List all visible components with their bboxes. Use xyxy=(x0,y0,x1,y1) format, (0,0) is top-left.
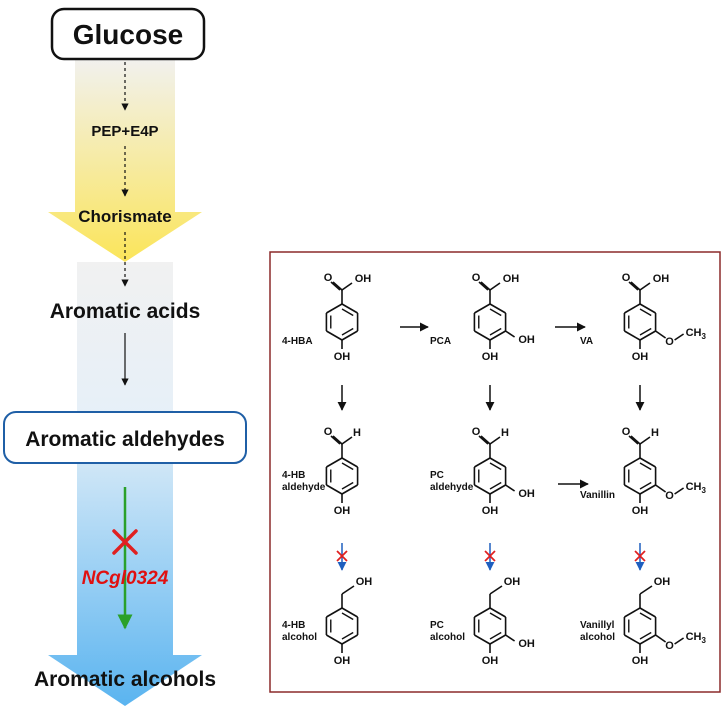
glucose-label: Glucose xyxy=(73,19,183,50)
aromatic-aldehydes-label: Aromatic aldehydes xyxy=(25,428,225,451)
pep-e4p-label: PEP+E4P xyxy=(91,123,158,140)
glucose-box xyxy=(50,7,206,61)
meta-oh-label: OH xyxy=(518,638,535,650)
compound-name: Vanillyl xyxy=(580,620,615,631)
compound-name: PC xyxy=(430,470,444,481)
aldehyde-h-label: H xyxy=(501,427,509,439)
knockout-x-icon xyxy=(484,550,496,562)
carbonyl-o-label: O xyxy=(622,426,631,438)
acid-oh-label: OH xyxy=(355,273,372,285)
alcohol-oh-label: OH xyxy=(356,576,373,588)
knockout-x-icon xyxy=(112,529,138,555)
carbonyl-o-label: O xyxy=(622,272,631,284)
para-oh-label: OH xyxy=(482,505,499,517)
acid-structure: O OH OH OH PCA xyxy=(430,272,535,363)
compound-name: PCA xyxy=(430,336,451,347)
compound-name: aldehyde xyxy=(430,482,474,493)
alcohol-oh-label: OH xyxy=(654,576,671,588)
meta-oh-label: OH xyxy=(518,488,535,500)
para-oh-label: OH xyxy=(632,351,649,363)
para-oh-label: OH xyxy=(632,655,649,667)
structures-panel xyxy=(269,251,721,693)
methyl-label: CH3 xyxy=(686,481,707,495)
compound-name: PC xyxy=(430,620,444,631)
compound-name: 4-HB xyxy=(282,620,305,631)
aromatic-alcohols-label: Aromatic alcohols xyxy=(34,668,216,691)
acid-oh-label: OH xyxy=(653,273,670,285)
compound-name: alcohol xyxy=(430,632,465,643)
alcohol-oh-label: OH xyxy=(504,576,521,588)
compound-name: 4-HBA xyxy=(282,336,313,347)
carbonyl-o-label: O xyxy=(324,426,333,438)
carbonyl-o-label: O xyxy=(324,272,333,284)
carbonyl-o-label: O xyxy=(472,426,481,438)
compound-name: alcohol xyxy=(282,632,317,643)
knockout-x-icon xyxy=(634,550,646,562)
para-oh-label: OH xyxy=(482,351,499,363)
compound-name: VA xyxy=(580,336,593,347)
meta-oh-label: OH xyxy=(518,334,535,346)
methoxy-o-label: O xyxy=(665,640,674,652)
methyl-label: CH3 xyxy=(686,631,707,645)
para-oh-label: OH xyxy=(334,505,351,517)
methyl-label: CH3 xyxy=(686,327,707,341)
aldehyde-h-label: H xyxy=(651,427,659,439)
acid-structure: O OH OH 4-HBA xyxy=(282,272,371,363)
lower-arrow-band xyxy=(48,262,202,706)
compound-name: 4-HB xyxy=(282,470,305,481)
aromatic-aldehydes-box xyxy=(3,411,247,464)
para-oh-label: OH xyxy=(334,655,351,667)
left-pathway: Glucose PEP+E4P Chorismate Aromatic acid… xyxy=(3,7,247,706)
para-oh-label: OH xyxy=(482,655,499,667)
aldehyde-h-label: H xyxy=(353,427,361,439)
carbonyl-o-label: O xyxy=(472,272,481,284)
methoxy-o-label: O xyxy=(665,336,674,348)
chorismate-label: Chorismate xyxy=(78,207,172,226)
acid-oh-label: OH xyxy=(503,273,520,285)
gene-label: NCgl0324 xyxy=(82,568,169,589)
para-oh-label: OH xyxy=(632,505,649,517)
compound-name: aldehyde xyxy=(282,482,326,493)
compound-name: Vanillin xyxy=(580,490,615,501)
aromatic-acids-label: Aromatic acids xyxy=(50,300,201,323)
knockout-x-icon xyxy=(336,550,348,562)
methoxy-o-label: O xyxy=(665,490,674,502)
compound-name: alcohol xyxy=(580,632,615,643)
para-oh-label: OH xyxy=(334,351,351,363)
